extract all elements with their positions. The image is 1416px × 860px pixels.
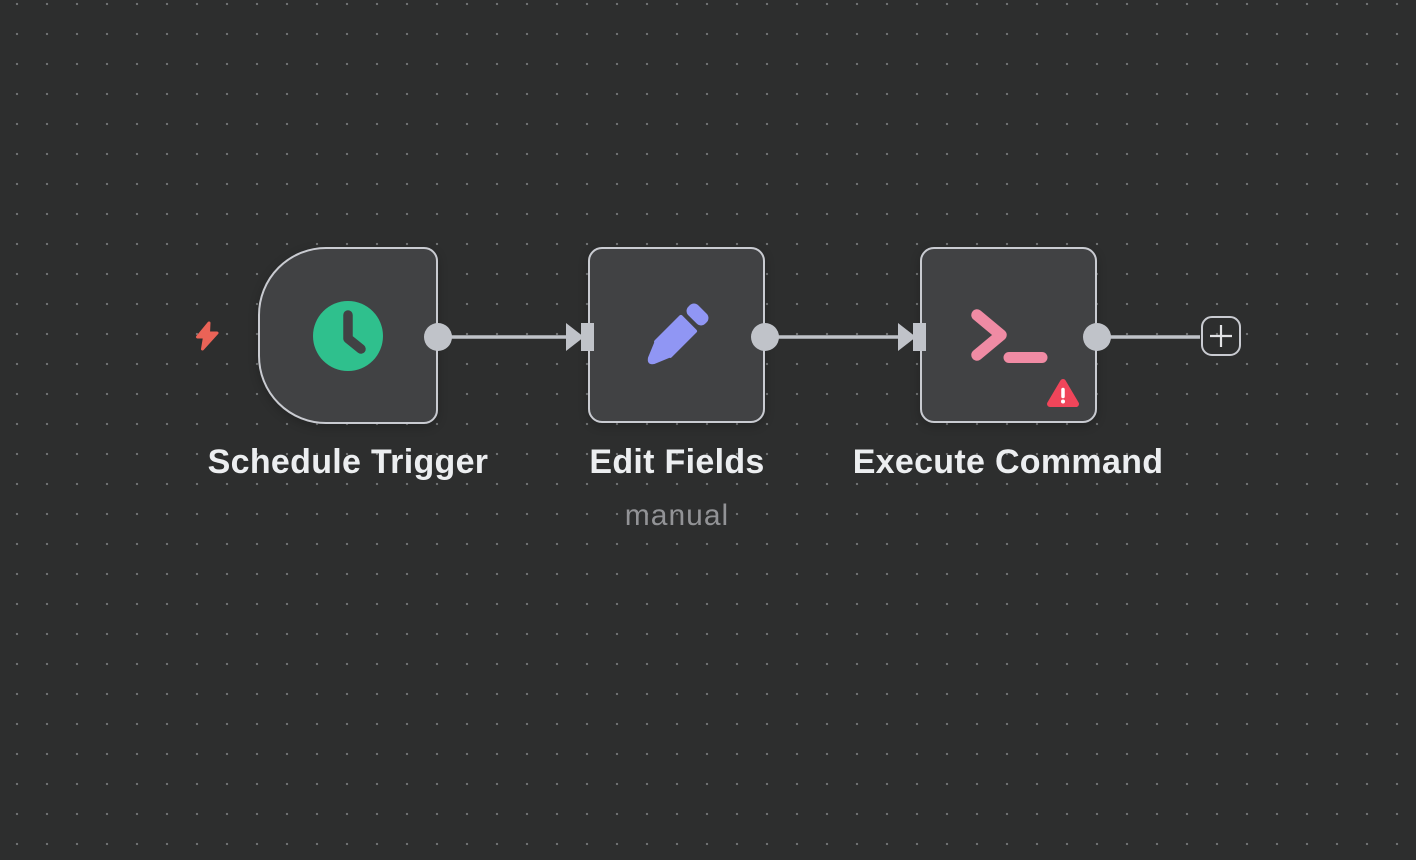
output-port[interactable]: [424, 323, 452, 351]
node-schedule-trigger[interactable]: [258, 247, 438, 424]
output-port[interactable]: [1083, 323, 1111, 351]
warning-triangle-icon: [1047, 379, 1079, 407]
add-node-button[interactable]: [1201, 316, 1241, 356]
output-port[interactable]: [751, 323, 779, 351]
node-label-edit-fields: Edit Fields: [589, 443, 765, 481]
node-edit-fields[interactable]: [588, 247, 765, 423]
input-port[interactable]: [581, 323, 594, 351]
input-port[interactable]: [913, 323, 926, 351]
pencil-icon: [647, 303, 708, 365]
terminal-icon: [970, 309, 1047, 363]
lightning-bolt-icon: [196, 321, 219, 351]
node-sublabel-edit-fields: manual: [624, 499, 730, 532]
node-execute-command[interactable]: [920, 247, 1097, 423]
clock-icon: [313, 300, 383, 371]
node-label-execute-command: Execute Command: [852, 443, 1164, 481]
plus-icon: [1210, 325, 1232, 347]
node-label-schedule-trigger: Schedule Trigger: [207, 443, 489, 481]
